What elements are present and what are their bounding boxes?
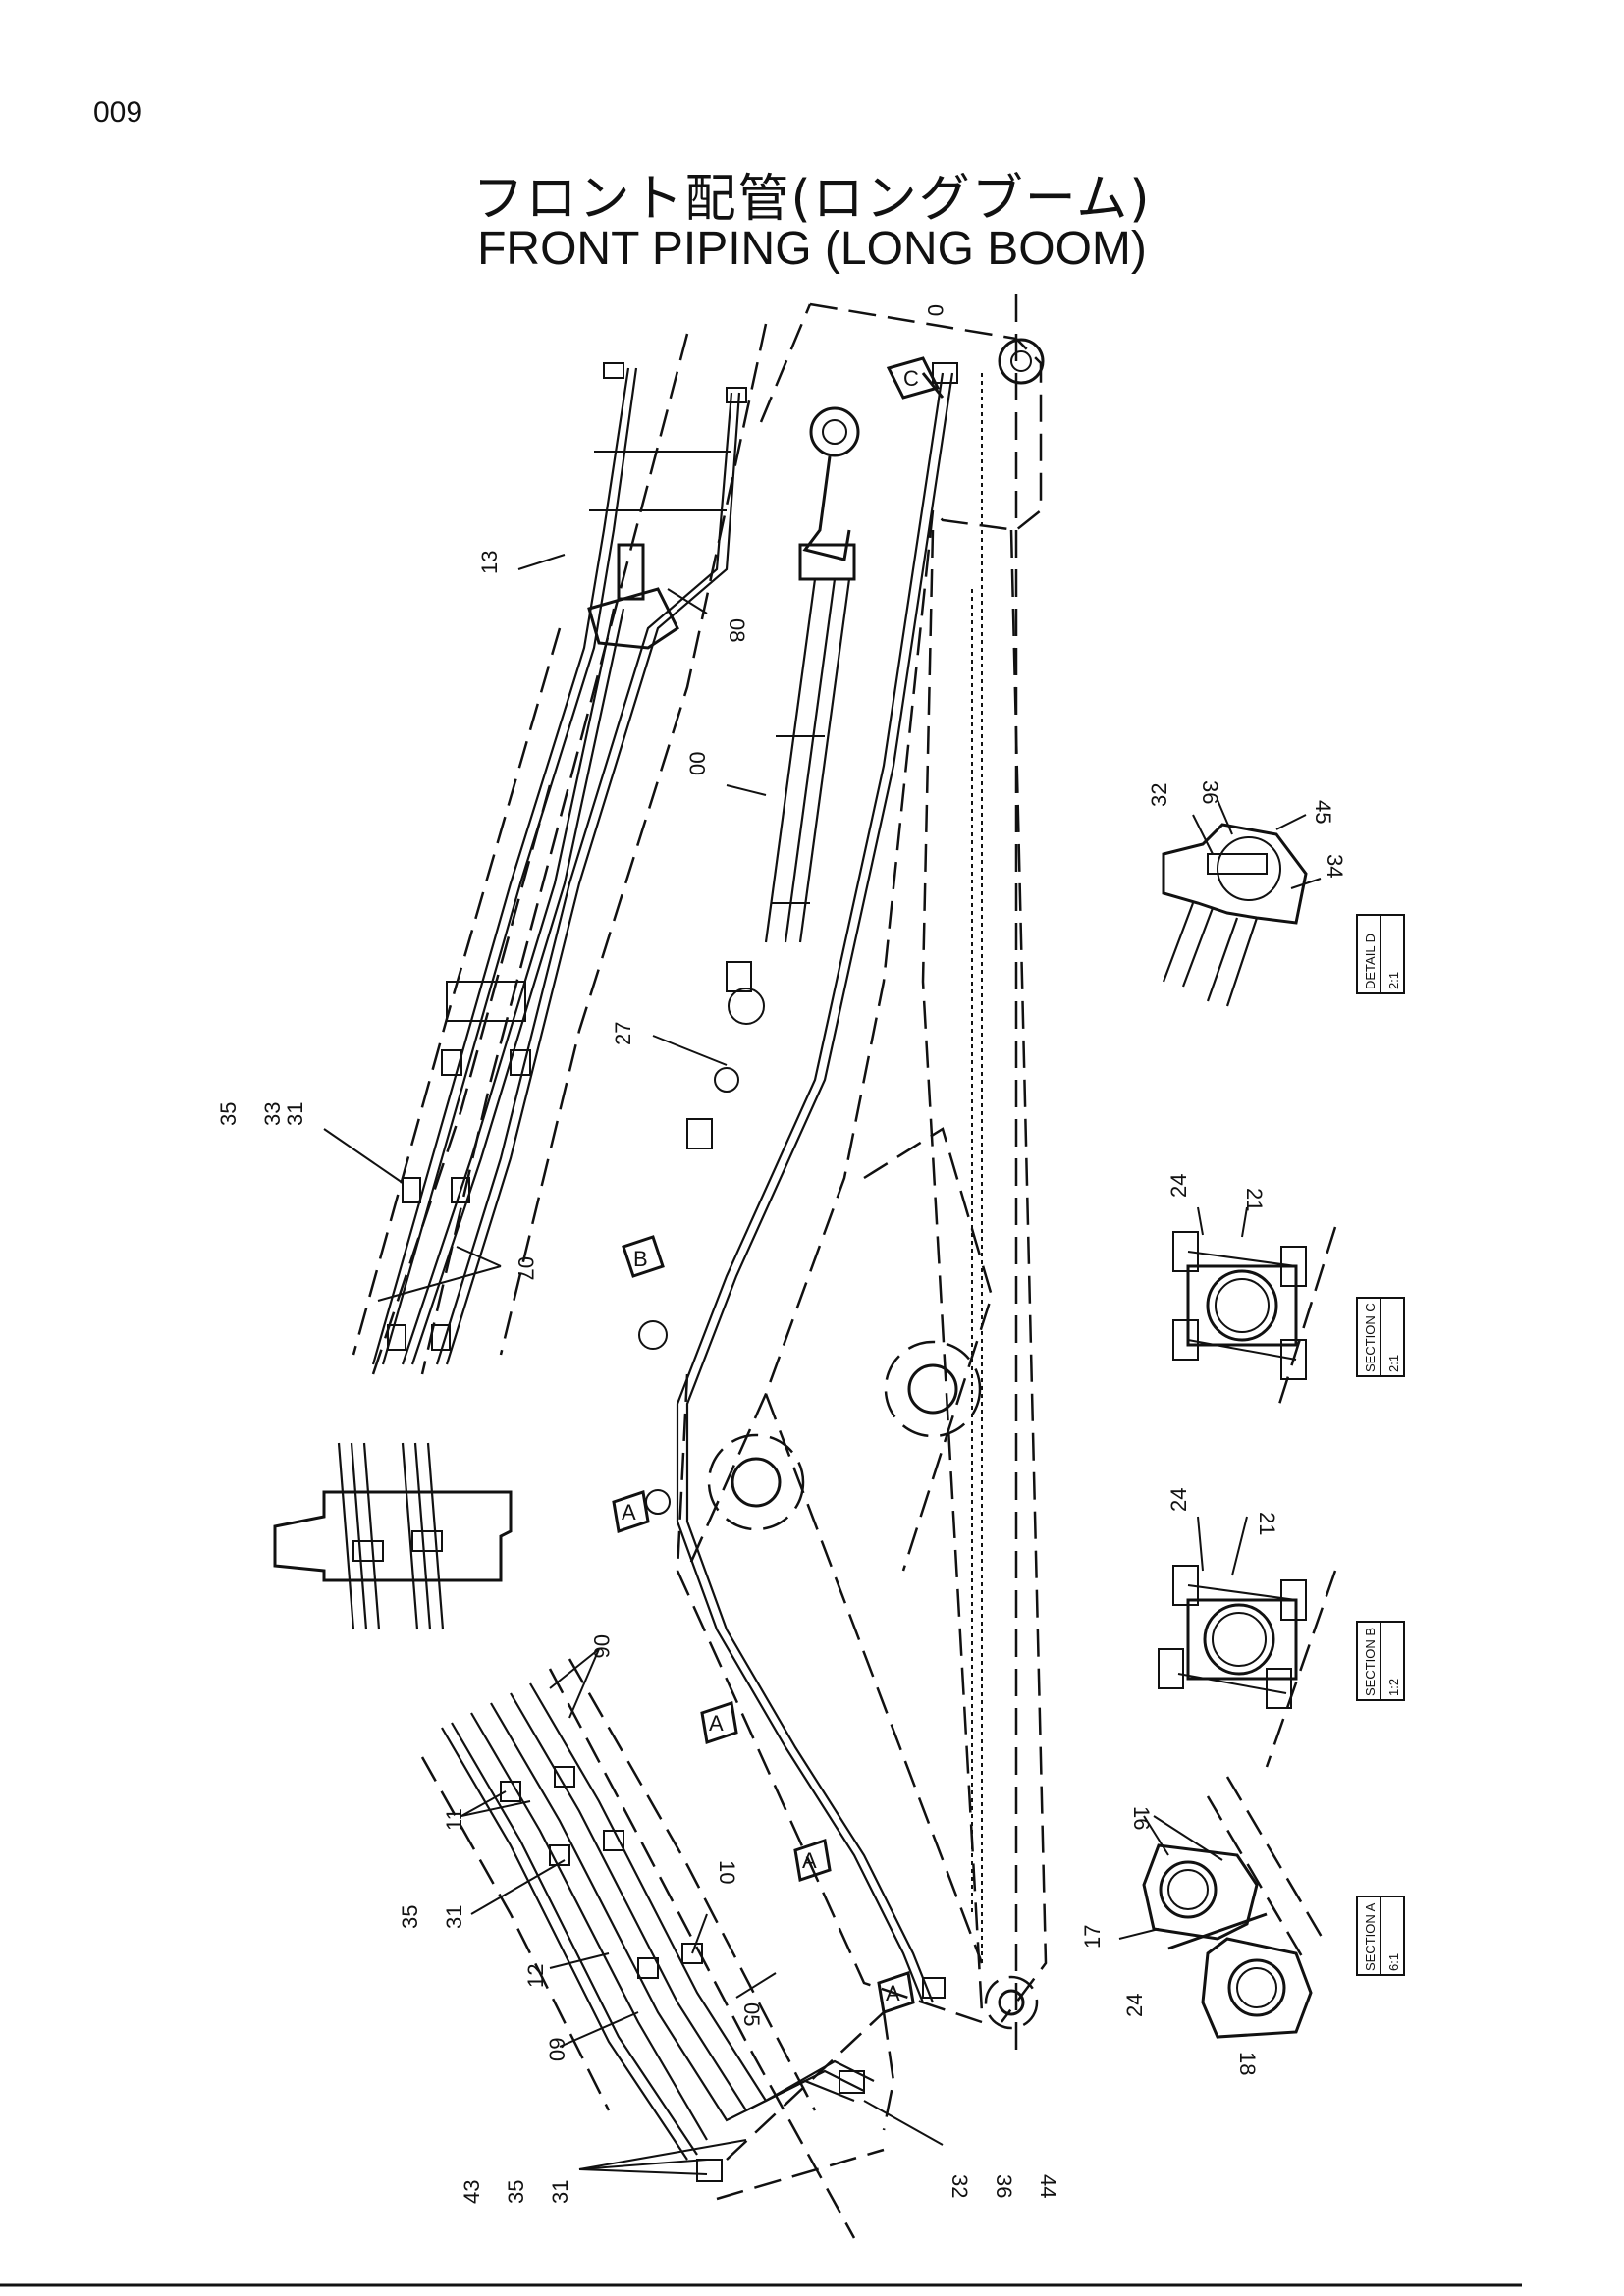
section-a-label-box: SECTION A 6:1 — [1356, 1896, 1405, 1976]
view-marker-a1: A — [612, 1490, 650, 1533]
view-marker-b-label: B — [633, 1247, 648, 1271]
part-number-31-upper: 31 — [283, 1102, 307, 1126]
part-number-10: 10 — [715, 1860, 739, 1884]
part-number-08: 08 — [725, 618, 749, 642]
section-label-boxes: DETAIL D 2:1 SECTION C 2:1 SECTION B 1:2… — [1356, 914, 1405, 1976]
part-number-27: 27 — [611, 1022, 635, 1045]
view-marker-a4-label: A — [886, 1981, 900, 2005]
boom-cylinder — [638, 362, 958, 2003]
detail-d-title: DETAIL D — [1363, 934, 1378, 989]
section-c-scale: 2:1 — [1386, 1355, 1401, 1372]
page-number: 009 — [93, 96, 143, 129]
part-number-07: 07 — [514, 1256, 538, 1280]
boom-pivots — [707, 338, 1045, 2030]
upper-left-pipe-bundle — [352, 323, 768, 1375]
section-b-title: SECTION B — [1363, 1628, 1378, 1696]
section-c-label-box: SECTION C 2:1 — [1356, 1297, 1405, 1377]
part-number-21-section-b: 21 — [1255, 1512, 1279, 1535]
view-marker-a4: A — [877, 1971, 915, 2014]
lower-left-pipe-bundle — [420, 1658, 885, 2239]
detail-d-scale: 2:1 — [1386, 972, 1401, 989]
section-a-drawing — [1118, 1776, 1327, 2039]
part-number-05: 05 — [739, 2002, 764, 2026]
part-number-33: 33 — [260, 1102, 285, 1126]
page-title-english: FRONT PIPING (LONG BOOM) — [477, 223, 1147, 275]
view-marker-a3: A — [793, 1839, 832, 1882]
bracket-detail — [273, 1442, 513, 1630]
part-number-45: 45 — [1311, 800, 1335, 824]
part-number-36-lower: 36 — [992, 2174, 1016, 2198]
part-number-32-lower: 32 — [947, 2174, 972, 2198]
part-number-36-detail: 36 — [1198, 780, 1222, 804]
part-number-18: 18 — [1235, 2052, 1260, 2075]
page-title-japanese: フロント配管(ロングブーム) — [472, 170, 1152, 229]
section-b-scale: 1:2 — [1386, 1679, 1401, 1696]
view-marker-a2: A — [700, 1701, 738, 1744]
view-marker-a2-label: A — [709, 1711, 724, 1735]
part-number-44: 44 — [1036, 2174, 1060, 2198]
part-number-35-middle: 35 — [398, 1905, 422, 1929]
part-number-35-lower: 35 — [504, 2180, 528, 2204]
section-b-label-box: SECTION B 1:2 — [1356, 1621, 1405, 1701]
section-b-drawing — [1158, 1516, 1337, 1768]
part-number-24-section-b: 24 — [1166, 1488, 1191, 1512]
detail-d-drawing — [1162, 799, 1322, 1007]
part-number-31-lower: 31 — [548, 2180, 572, 2204]
part-number-12: 12 — [523, 1964, 548, 1988]
view-marker-a1-label: A — [622, 1500, 636, 1524]
view-marker-c-label: C — [903, 366, 919, 391]
part-number-13: 13 — [477, 551, 502, 574]
part-number-0: 0 — [923, 304, 947, 316]
view-marker-c: C — [886, 356, 945, 400]
part-number-09: 09 — [545, 2038, 569, 2061]
part-number-callouts: 13 08 00 27 35 33 31 07 06 11 35 31 12 1… — [216, 304, 1347, 2204]
part-number-00: 00 — [685, 752, 710, 775]
part-number-24-section-a: 24 — [1122, 1994, 1147, 2017]
part-number-32-detail: 32 — [1147, 783, 1171, 807]
part-number-31-middle: 31 — [442, 1905, 466, 1929]
part-number-34: 34 — [1323, 854, 1347, 878]
part-number-35-upper: 35 — [216, 1102, 241, 1126]
detail-d-label-box: DETAIL D 2:1 — [1356, 914, 1405, 994]
leader-lines — [323, 554, 944, 2175]
view-marker-a3-label: A — [802, 1848, 817, 1873]
part-number-17: 17 — [1080, 1925, 1105, 1949]
section-a-title: SECTION A — [1363, 1902, 1378, 1971]
part-number-16: 16 — [1129, 1806, 1154, 1830]
part-number-06: 06 — [589, 1634, 614, 1658]
view-marker-b: B — [622, 1235, 665, 1278]
part-number-43: 43 — [460, 2180, 484, 2204]
part-number-11: 11 — [442, 1808, 466, 1831]
section-c-title: SECTION C — [1363, 1303, 1378, 1372]
section-a-scale: 6:1 — [1386, 1953, 1401, 1971]
section-c-drawing — [1172, 1206, 1337, 1415]
view-markers: C B A A A A — [612, 356, 945, 2014]
part-number-21-section-c: 21 — [1242, 1188, 1267, 1211]
part-number-24-section-c: 24 — [1166, 1174, 1191, 1198]
